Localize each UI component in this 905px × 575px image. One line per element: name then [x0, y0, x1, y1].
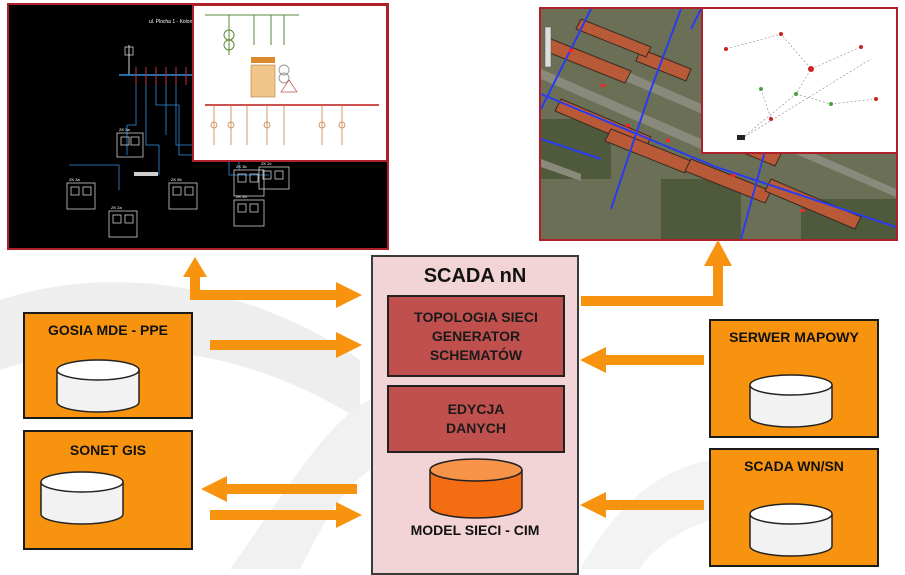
schematic-title: ul. Plocha 1 - Kolonisowa: [149, 19, 205, 25]
schematic-diagram: ul. Plocha 1 - Kolonisowa ZK 5a: [9, 5, 387, 248]
svg-text:ZK 3b: ZK 3b: [236, 164, 247, 169]
arrow-gosia-shaft: [210, 340, 338, 350]
arrow-serwer-shaft: [604, 355, 704, 365]
arrow-up-to-schematic-shaft: [190, 275, 200, 300]
sonet-database-icon: [40, 471, 124, 525]
arrow-gosia-head: [336, 332, 362, 358]
arrow-scada-to-map-head: [704, 240, 732, 266]
map-screenshot: [539, 7, 898, 241]
arrow-scada-wn-shaft: [604, 500, 704, 510]
schematow-line: SCHEMATÓW: [429, 346, 523, 363]
arrow-scada-to-sonet-head: [201, 476, 227, 502]
arrow-scada-wn-head: [580, 492, 606, 518]
arrow-scada-to-sonet-shaft: [225, 484, 357, 494]
svg-text:ZK 2b: ZK 2b: [236, 194, 247, 199]
topologia-line: TOPOLOGIA SIECI: [414, 308, 538, 325]
serwer-database-icon: [749, 374, 833, 428]
model-sieci-cim-label: MODEL SIECI - CIM: [410, 522, 540, 538]
scada-wn-label: SCADA WN/SN: [744, 458, 844, 474]
arrow-schematic-to-scada-head: [336, 282, 362, 308]
sonet-label: SONET GIS: [69, 442, 147, 458]
arrow-up-to-schematic-head: [183, 257, 207, 277]
serwer-mapowy-box: SERWER MAPOWY: [709, 319, 879, 438]
sonet-gis-box: SONET GIS: [23, 430, 193, 550]
arrow-serwer-head: [580, 347, 606, 373]
serwer-label: SERWER MAPOWY: [729, 329, 859, 345]
svg-text:ZK 5b: ZK 5b: [171, 177, 182, 182]
aerial-map: [541, 9, 896, 239]
gosia-database-icon: [56, 359, 140, 413]
danych-line: DANYCH: [446, 420, 506, 436]
schematic-screenshot: ul. Plocha 1 - Kolonisowa ZK 5a: [7, 3, 389, 250]
arrow-sonet-to-scada-shaft: [210, 510, 338, 520]
svg-text:ZK 2c: ZK 2c: [261, 161, 271, 166]
arrow-scada-to-map-shaft: [581, 296, 723, 306]
gosia-mde-ppe-box: GOSIA MDE - PPE: [23, 312, 193, 419]
topologia-generator-box: TOPOLOGIA SIECI GENERATOR SCHEMATÓW: [387, 295, 565, 377]
model-database-icon: [429, 458, 523, 519]
scada-wn-database-icon: [749, 503, 833, 557]
scada-nn-box: SCADA nN TOPOLOGIA SIECI GENERATOR SCHEM…: [371, 255, 579, 575]
svg-text:ZK 5a: ZK 5a: [119, 127, 130, 132]
edycja-danych-box: EDYCJA DANYCH: [387, 385, 565, 453]
arrow-scada-to-map-riser: [713, 262, 723, 306]
scada-nn-title: SCADA nN: [423, 265, 527, 287]
svg-text:ZK 2a: ZK 2a: [111, 205, 122, 210]
generator-line: GENERATOR: [431, 327, 521, 344]
scada-wn-sn-box: SCADA WN/SN: [709, 448, 879, 567]
arrow-sonet-to-scada-head: [336, 502, 362, 528]
gosia-label: GOSIA MDE - PPE: [47, 322, 169, 338]
arrow-schematic-to-scada-shaft: [190, 290, 338, 300]
svg-text:ZK 3a: ZK 3a: [69, 177, 80, 182]
edycja-line: EDYCJA: [447, 401, 505, 417]
